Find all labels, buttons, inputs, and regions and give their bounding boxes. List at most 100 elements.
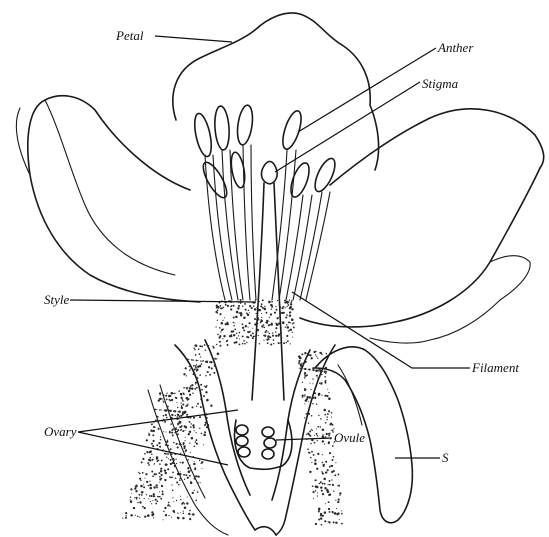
stipple-dot xyxy=(273,343,274,344)
stipple-dot xyxy=(304,394,305,395)
stipple-dot xyxy=(161,460,163,462)
stipple-dot xyxy=(220,305,222,307)
stipple-dot xyxy=(262,299,264,301)
stipple-dot xyxy=(246,342,247,343)
stipple-dot xyxy=(328,508,330,510)
stipple-dot xyxy=(217,320,218,321)
stipple-dot xyxy=(166,399,168,401)
stipple-dot xyxy=(194,468,196,470)
stipple-dot xyxy=(308,354,310,356)
stipple-dot xyxy=(226,340,228,342)
stipple-dot xyxy=(172,484,173,485)
stipple-dot xyxy=(289,314,291,316)
stipple-dot xyxy=(185,426,188,429)
stipple-dot xyxy=(317,358,318,359)
stipple-dot xyxy=(158,428,160,430)
filament-9 xyxy=(286,195,303,300)
stipple-dot xyxy=(200,482,201,483)
stipple-dot xyxy=(165,472,167,474)
stipple-dot xyxy=(283,306,285,308)
stipple-dot xyxy=(279,316,280,317)
stipple-dot xyxy=(328,397,331,400)
stipple-dot xyxy=(188,513,190,515)
stipple-dot xyxy=(323,478,326,481)
stipple-dot xyxy=(322,483,324,485)
stipple-dot xyxy=(183,387,185,389)
stipple-dot xyxy=(130,500,133,503)
stipple-dot xyxy=(176,402,177,403)
stipple-dot xyxy=(155,503,157,505)
stipple-dot xyxy=(284,300,286,302)
stipple-dot xyxy=(307,413,310,416)
stipple-dot xyxy=(196,377,198,379)
stipple-dot xyxy=(200,356,201,357)
stipple-dot xyxy=(205,349,206,350)
stipple-dot xyxy=(213,347,214,348)
label-s: S xyxy=(442,450,449,465)
stipple-dot xyxy=(264,308,267,311)
stipple-dot xyxy=(320,481,322,483)
stipple-dot xyxy=(180,462,181,463)
stipple-dot xyxy=(317,426,319,428)
stipple-dot xyxy=(159,491,160,492)
stipple-dot xyxy=(139,497,140,498)
stipple-dot xyxy=(242,305,244,307)
stipple-dot xyxy=(221,322,224,325)
leader-lines xyxy=(70,36,470,465)
ovary xyxy=(235,420,292,469)
stipple-dot xyxy=(177,446,179,448)
stipple-dot xyxy=(176,463,177,464)
stipple-dot xyxy=(192,514,193,515)
stipple-dot xyxy=(327,469,329,471)
stipple-dot xyxy=(318,519,320,521)
stipple-dot xyxy=(235,316,238,319)
stipple-dot xyxy=(208,366,210,368)
stipple-dot xyxy=(151,503,152,504)
stipple-dot xyxy=(311,462,312,463)
stipple-dot xyxy=(181,504,182,505)
stipple-dot xyxy=(148,433,149,434)
stipple-dot xyxy=(187,387,188,388)
stipple-dot xyxy=(180,496,181,497)
petal-right-lobe xyxy=(370,256,530,343)
stipple-dot xyxy=(172,462,174,464)
stipple-dot xyxy=(246,336,248,338)
stipple-dot xyxy=(286,342,288,344)
stipple-dot xyxy=(239,312,241,314)
stipple-dot xyxy=(312,383,313,384)
stipple-dot xyxy=(204,425,205,426)
stipple-dot xyxy=(156,456,158,458)
stipple-dot xyxy=(141,491,144,494)
stipple-dot xyxy=(230,306,231,307)
stipple-dot xyxy=(163,401,164,402)
stipple-dot xyxy=(166,457,167,458)
stipple-dot xyxy=(189,431,191,433)
stipple-dot xyxy=(205,386,207,388)
stipple-dot xyxy=(191,359,193,361)
stipple-dot xyxy=(233,317,235,319)
stipple-dot xyxy=(196,364,197,365)
stipple-dot xyxy=(196,370,197,371)
stipple-dot xyxy=(214,365,216,367)
stipple-dot xyxy=(180,397,182,399)
stipple-dot xyxy=(280,312,282,314)
stipple-dot xyxy=(171,453,173,455)
stipple-dot xyxy=(311,429,312,430)
stipple-dot xyxy=(162,491,164,493)
stipple-dot xyxy=(168,409,169,410)
stipple-dot xyxy=(271,309,272,310)
stipple-dot xyxy=(221,329,223,331)
stipple-dot xyxy=(327,484,328,485)
stipple-dot xyxy=(268,338,270,340)
stipple-dot xyxy=(304,375,306,377)
stipple-dot xyxy=(122,517,123,518)
stipple-dot xyxy=(333,521,335,523)
stipple-dot xyxy=(186,375,187,376)
stipple-dot xyxy=(333,456,335,458)
stipple-dot xyxy=(275,323,277,325)
stipple-dot xyxy=(148,434,150,436)
leader-style xyxy=(70,300,256,302)
stipple-dot xyxy=(144,498,145,499)
stipple-dot xyxy=(213,372,215,374)
stipple-dot xyxy=(143,486,145,488)
